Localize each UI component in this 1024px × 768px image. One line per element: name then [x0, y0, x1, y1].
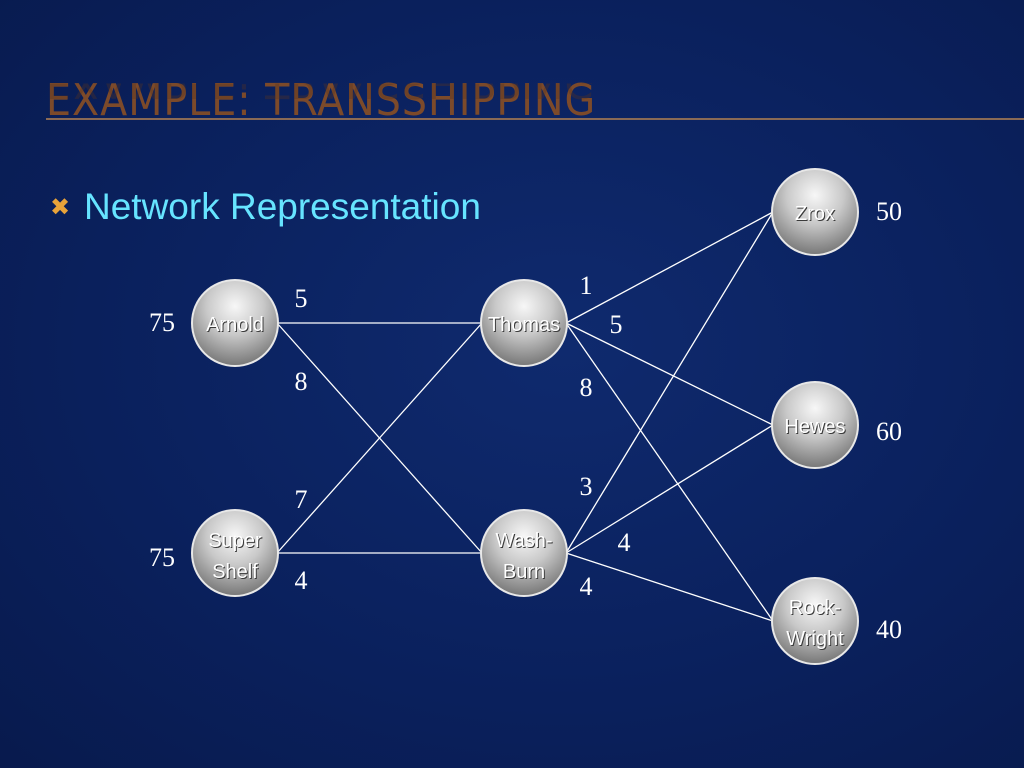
- node-thomas-label-0: Thomas: [488, 314, 560, 336]
- node-supershelf-circle: [193, 511, 277, 595]
- edge-washburn-hewes: [565, 424, 774, 554]
- edge-cost-washburn-hewes: 4: [618, 528, 631, 557]
- node-zrox-circle: [773, 170, 857, 254]
- edge-cost-thomas-zrox: 1: [580, 271, 593, 300]
- supply-arnold: 75: [149, 308, 175, 337]
- title-divider: [46, 118, 1024, 120]
- node-washburn-label-1: Burn: [503, 561, 545, 583]
- demand-rockwright: 40: [876, 615, 902, 644]
- node-rockwright-label-0: Rock-: [789, 597, 841, 619]
- node-arnold-label-shadow-0: Arnold: [207, 315, 265, 337]
- edge-thomas-rockwright: [565, 322, 774, 622]
- node-supershelf-label-0: Super: [208, 530, 262, 552]
- node-supershelf-label-shadow-1: Shelf: [213, 562, 259, 584]
- node-thomas-label-shadow-0: Thomas: [489, 315, 561, 337]
- edge-cost-arnold-washburn: 8: [295, 367, 308, 396]
- node-hewes-label-0: Hewes: [784, 416, 845, 438]
- bullet-item: ✖ Network Representation: [50, 186, 481, 228]
- node-arnold-circle: [193, 281, 277, 365]
- edge-cost-thomas-hewes: 5: [610, 310, 623, 339]
- demand-zrox: 50: [876, 197, 902, 226]
- edge-supershelf-thomas: [276, 322, 483, 554]
- edge-cost-supershelf-washburn: 4: [295, 566, 308, 595]
- supply-supershelf: 75: [149, 543, 175, 572]
- node-supershelf-label-1: Shelf: [212, 561, 258, 583]
- bullet-text: Network Representation: [84, 186, 481, 227]
- edge-cost-supershelf-thomas: 7: [295, 485, 308, 514]
- node-washburn-label-shadow-1: Burn: [504, 562, 546, 584]
- slide-title: EXAMPLE: TRANSSHIPPING: [46, 75, 597, 126]
- node-hewes-circle: [773, 383, 857, 467]
- edge-cost-arnold-thomas: 5: [295, 284, 308, 313]
- edge-cost-thomas-rockwright: 8: [580, 373, 593, 402]
- node-washburn-label-shadow-0: Wash-: [496, 531, 553, 553]
- edge-washburn-zrox: [565, 211, 774, 554]
- node-rockwright-circle: [773, 579, 857, 663]
- node-zrox-label-shadow-0: Zrox: [796, 204, 836, 226]
- edge-thomas-zrox: [565, 211, 774, 324]
- node-supershelf-label-shadow-0: Super: [209, 531, 263, 553]
- node-washburn-circle: [482, 511, 566, 595]
- node-arnold-label-0: Arnold: [206, 314, 264, 336]
- edge-thomas-hewes: [565, 322, 774, 426]
- node-washburn-label-0: Wash-: [495, 530, 552, 552]
- node-rockwright-label-shadow-0: Rock-: [790, 598, 842, 620]
- demand-hewes: 60: [876, 417, 902, 446]
- edge-cost-washburn-rockwright: 4: [580, 572, 593, 601]
- node-rockwright-label-shadow-1: Wright: [787, 629, 845, 651]
- node-zrox-label-0: Zrox: [795, 203, 835, 225]
- node-hewes-label-shadow-0: Hewes: [785, 417, 846, 439]
- node-rockwright-label-1: Wright: [786, 628, 844, 650]
- edge-washburn-rockwright: [565, 552, 774, 622]
- x-bullet-icon: ✖: [50, 193, 71, 221]
- node-thomas-circle: [482, 281, 566, 365]
- edge-cost-washburn-zrox: 3: [580, 472, 593, 501]
